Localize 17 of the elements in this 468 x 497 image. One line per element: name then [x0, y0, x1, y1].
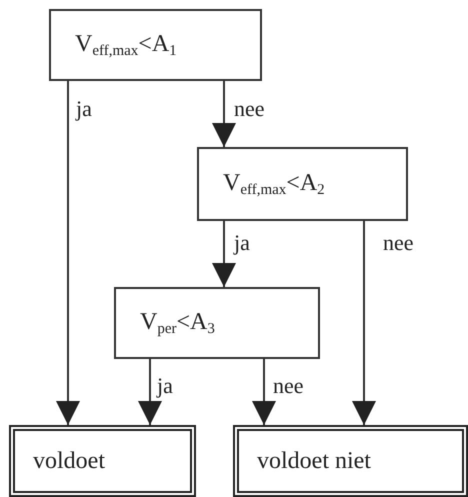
- edge-label: nee: [234, 96, 265, 122]
- condition-box: V$_{eff,max}$<A$_{1}$: [49, 9, 262, 81]
- edge-label: nee: [383, 230, 414, 256]
- edge-label: ja: [234, 230, 250, 256]
- arrow: [56, 81, 80, 425]
- edge-label: nee: [273, 373, 304, 399]
- result-box: voldoet niet: [233, 425, 468, 497]
- condition-box: V$_{per}$<A$_{3}$: [114, 287, 320, 359]
- arrow: [212, 81, 236, 147]
- arrow: [138, 359, 162, 425]
- result-box: voldoet: [9, 425, 196, 497]
- edge-label: ja: [157, 373, 173, 399]
- arrow: [352, 221, 376, 425]
- arrow: [252, 359, 276, 425]
- arrow: [212, 221, 236, 287]
- edge-label: ja: [76, 96, 92, 122]
- condition-box: V$_{eff,max}$<A$_{2}$: [197, 147, 408, 221]
